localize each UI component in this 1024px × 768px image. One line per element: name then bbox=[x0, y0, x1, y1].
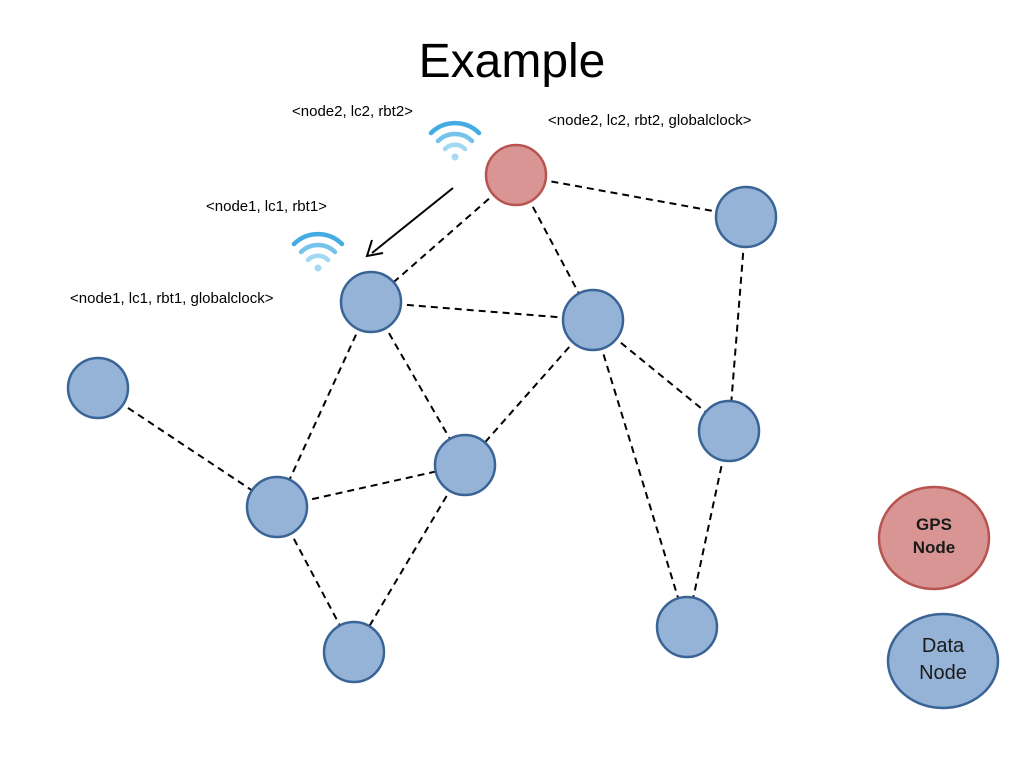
edge bbox=[728, 216, 747, 432]
data-node bbox=[697, 399, 761, 463]
wifi-icon bbox=[291, 231, 345, 272]
data-node bbox=[66, 356, 130, 420]
page-title: Example bbox=[418, 35, 606, 88]
legend-gps-line2: Node bbox=[912, 537, 956, 557]
edge bbox=[464, 319, 594, 466]
legend-data-label: Data Node bbox=[888, 633, 998, 687]
node1-message-label: <node1, lc1, rbt1> bbox=[206, 198, 327, 215]
legend-gps-line1: GPS bbox=[916, 515, 952, 534]
nodes bbox=[66, 143, 778, 684]
node1-globalclock-label: <node1, lc1, rbt1, globalclock> bbox=[70, 290, 274, 307]
edge bbox=[276, 301, 372, 508]
edge bbox=[370, 301, 594, 321]
node2-message-label: <node2, lc2, rbt2> bbox=[292, 103, 413, 120]
legend-data-node bbox=[886, 612, 1000, 710]
data-node bbox=[322, 620, 386, 684]
edge bbox=[592, 319, 688, 628]
legend-gps-node bbox=[877, 485, 991, 591]
node2-globalclock-label: <node2, lc2, rbt2, globalclock> bbox=[548, 112, 752, 129]
data-node bbox=[339, 270, 403, 334]
edge bbox=[370, 174, 517, 303]
wifi-icon bbox=[428, 120, 482, 161]
edge bbox=[276, 464, 466, 508]
edge bbox=[686, 430, 730, 628]
legend-gps-label: GPS Node bbox=[879, 514, 989, 560]
data-node bbox=[433, 433, 497, 497]
edge bbox=[97, 387, 278, 508]
legend-data-line2: Node bbox=[919, 662, 967, 684]
gps-node bbox=[484, 143, 548, 207]
data-node bbox=[714, 185, 778, 249]
data-node bbox=[655, 595, 719, 659]
data-node bbox=[245, 475, 309, 539]
arrow-icon bbox=[365, 187, 454, 258]
data-node bbox=[561, 288, 625, 352]
edges bbox=[97, 174, 747, 653]
edge bbox=[370, 301, 466, 466]
edge bbox=[353, 464, 466, 653]
legend-data-line1: Data bbox=[921, 635, 965, 657]
edge bbox=[515, 174, 747, 218]
